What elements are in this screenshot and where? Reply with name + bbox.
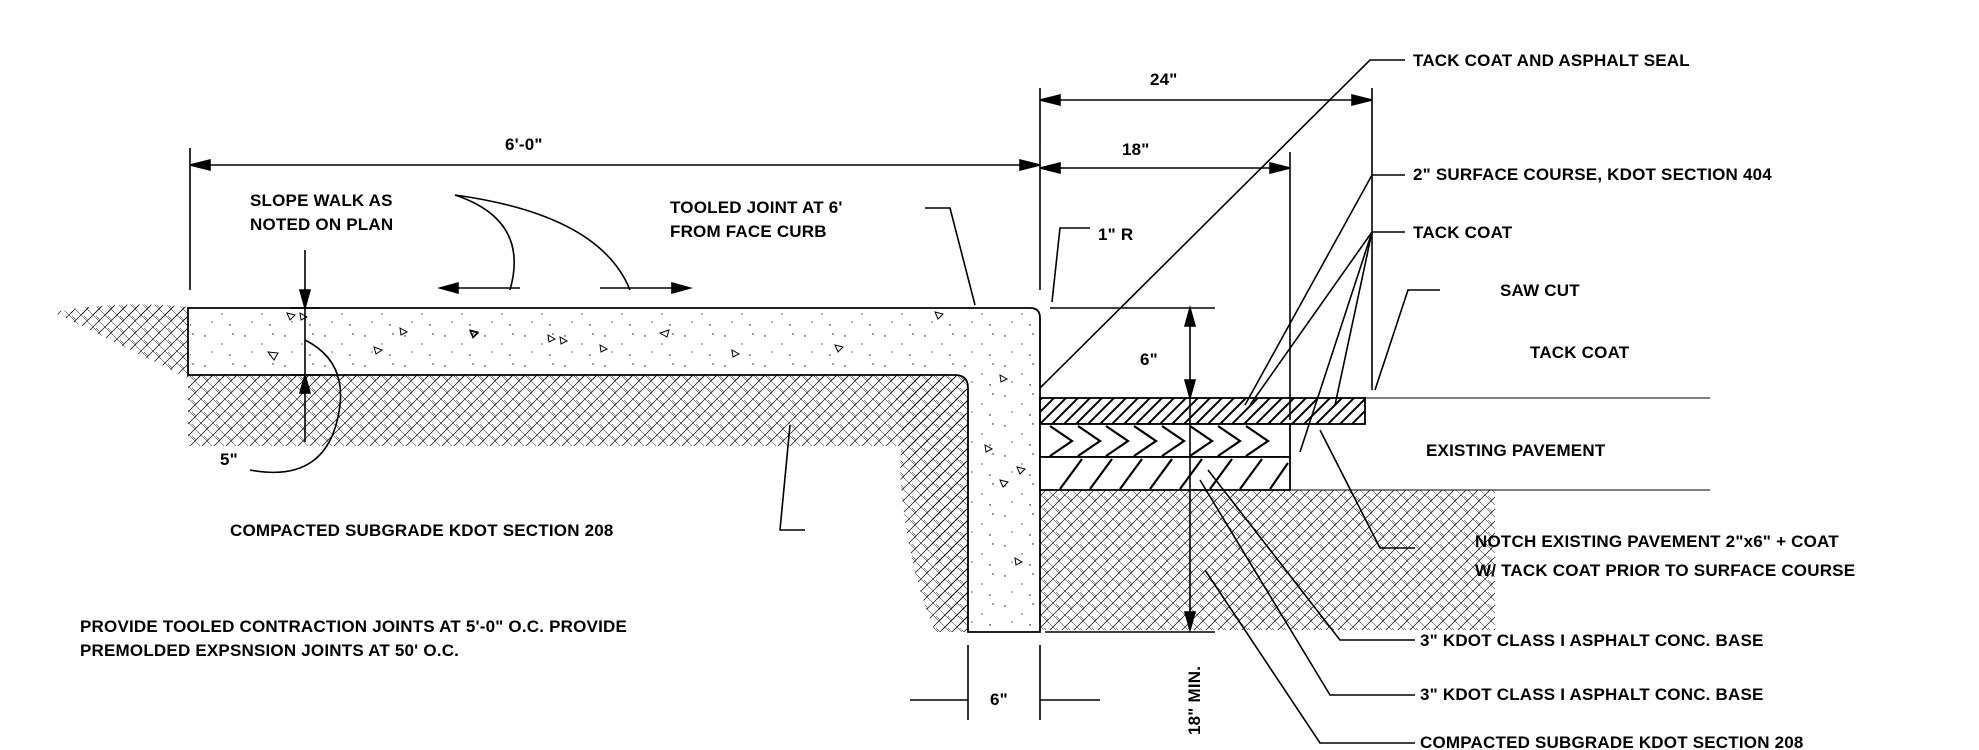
- dim-label-curb-6: 6": [990, 690, 1008, 709]
- dim-6-vertical: [1050, 305, 1215, 401]
- dim-18-min: [1045, 398, 1215, 633]
- note-tooled-joint-1: TOOLED JOINT AT 6': [670, 198, 843, 217]
- slope-arrows: [437, 194, 693, 295]
- dim-24: [1039, 88, 1373, 390]
- dim-label-6-vertical: 6": [1140, 350, 1158, 369]
- dim-curb-6: [910, 645, 1100, 720]
- leaders: [779, 59, 1440, 744]
- dim-label-18: 18": [1122, 140, 1150, 159]
- note-slope-walk-1: SLOPE WALK AS: [250, 191, 393, 210]
- note-existing-pavement: EXISTING PAVEMENT: [1426, 441, 1606, 460]
- concrete-stipple: [190, 310, 1038, 630]
- note-provide-2: PREMOLDED EXPSNSION JOINTS AT 50' O.C.: [80, 641, 459, 660]
- dim-label-24: 24": [1150, 70, 1178, 89]
- dim-6-0: [189, 148, 1041, 290]
- base-chevrons: [1049, 425, 1289, 490]
- note-provide-1: PROVIDE TOOLED CONTRACTION JOINTS AT 5'-…: [80, 617, 627, 636]
- dim-label-1r: 1" R: [1098, 225, 1133, 244]
- subgrade-under-walk: [188, 376, 978, 446]
- dim-5-thickness: [249, 250, 342, 474]
- dim-18: [1039, 152, 1291, 420]
- note-notch-1: NOTCH EXISTING PAVEMENT 2"x6" + COAT: [1475, 532, 1839, 551]
- note-tooled-joint-2: FROM FACE CURB: [670, 222, 827, 241]
- concrete-aggregate: [266, 311, 1026, 566]
- note-base-2: 3" KDOT CLASS I ASPHALT CONC. BASE: [1420, 685, 1764, 704]
- note-slope-walk-2: NOTED ON PLAN: [250, 215, 393, 234]
- note-compacted-left: COMPACTED SUBGRADE KDOT SECTION 208: [230, 521, 614, 540]
- note-base-1: 3" KDOT CLASS I ASPHALT CONC. BASE: [1420, 631, 1764, 650]
- note-tack-coat-2: TACK COAT: [1530, 343, 1630, 362]
- note-compacted-right: COMPACTED SUBGRADE KDOT SECTION 208: [1420, 733, 1804, 750]
- subgrade-right: [1040, 490, 1495, 630]
- dim-label-18-min: 18" MIN.: [1185, 666, 1204, 735]
- dim-label-5: 5": [220, 450, 238, 469]
- note-saw-cut: SAW CUT: [1500, 281, 1580, 300]
- note-tack-seal: TACK COAT AND ASPHALT SEAL: [1413, 51, 1690, 70]
- note-surface-course: 2" SURFACE COURSE, KDOT SECTION 404: [1413, 165, 1772, 184]
- left-soil-area: [55, 305, 1000, 630]
- note-notch-2: W/ TACK COAT PRIOR TO SURFACE COURSE: [1475, 561, 1855, 580]
- subgrade-curb-side: [900, 376, 970, 632]
- note-tack-coat-1: TACK COAT: [1413, 223, 1513, 242]
- base-course-lower: [1039, 456, 1291, 491]
- dim-label-6-0: 6'-0": [505, 135, 543, 154]
